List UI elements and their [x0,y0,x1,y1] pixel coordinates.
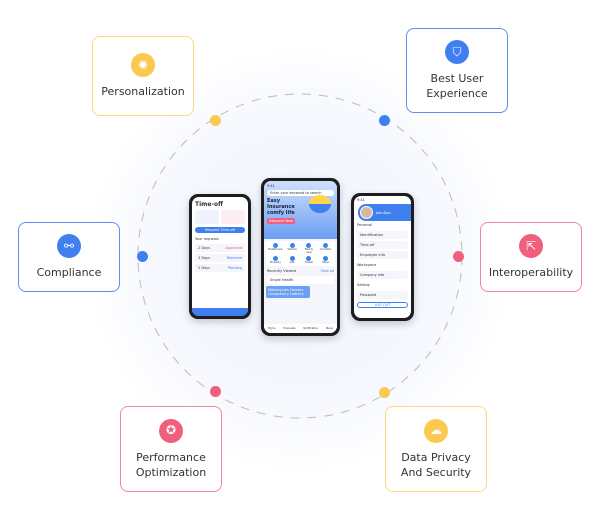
connector-dot [209,114,221,126]
feature-label: Compliance [36,266,102,279]
hero-title: Easy Insurance comfy life [267,198,295,216]
phone-insurance-home: 9:41 Enter your keyword to search Easy I… [261,178,340,336]
feature-label: Best User Experience [426,72,488,100]
feature-label: Interoperability [488,266,574,279]
feature-card-compliance: ⚯ Compliance [18,222,120,292]
request-days: 2 Days [198,246,211,250]
request-status: Pending [228,266,242,270]
feature-card-interoperability: ⇱ Interoperability [480,222,582,292]
lightbulb-icon: ✺ [131,53,155,77]
category-life[interactable]: Life [285,256,300,264]
discover-button[interactable]: Discover Now [267,218,295,224]
feature-card-performance: ✪ Performance Optimization [120,406,222,492]
request-status: Approved [225,246,242,250]
external-link-icon: ⇱ [519,234,543,258]
section-label: Setting [357,283,370,287]
nav-proposals[interactable]: Proposals [283,327,296,330]
category-travel[interactable]: Travel [302,256,317,264]
search-input[interactable]: Enter your keyword to search [267,190,334,196]
nav-notification[interactable]: Notification [303,327,319,330]
section-label: Personal [357,223,372,227]
link-icon: ⚯ [57,234,81,258]
feature-card-data-privacy: ☁ Data Privacy And Security [385,406,487,492]
recent-item[interactable]: Single Health [267,276,334,284]
request-days: 2 Days [198,266,211,270]
status-time: 9:41 [267,184,275,188]
feature-label: Performance Optimization [135,450,207,479]
screen-title: Time-off [195,201,223,208]
connector-dot [378,386,390,398]
category-vehicle[interactable]: Vehicle [285,243,300,254]
connector-dot [209,385,221,397]
request-status: Rejected [226,256,242,260]
bottom-nav [192,308,248,316]
promo-banner[interactable]: Motorcycles Owners Compulsory Liability [266,286,310,298]
nav-home[interactable]: Home [267,327,276,330]
status-time: 9:41 [357,198,365,202]
avatar [360,206,373,219]
user-name: JohnDoe [376,210,391,215]
phone-timeoff: Time-off Request Time-off Your requests … [189,194,251,319]
category-accident[interactable]: Accident [318,243,333,254]
menu-item[interactable]: Password [357,291,408,299]
feature-label: Data Privacy And Security [400,450,472,479]
feature-card-user-experience: ⛉ Best User Experience [406,28,508,113]
view-all-link[interactable]: View all [320,269,334,273]
connector-dot [452,250,464,262]
heart-image [309,195,331,213]
category-healthcare[interactable]: Healthcare [268,243,283,254]
request-timeoff-button[interactable]: Request Time-off [195,227,245,233]
category-more[interactable]: More [318,256,333,264]
phone-profile: 9:41 JohnDoe Personal Identification Tim… [351,193,414,321]
nav-menu[interactable]: Menu [326,327,334,330]
badge-icon: ✪ [159,418,183,443]
category-property[interactable]: Property [268,256,283,264]
connector-dot [378,114,390,126]
menu-item[interactable]: Time-off [357,241,408,249]
shield-icon: ⛉ [445,40,469,64]
connector-dot [136,250,148,262]
logout-button[interactable]: LOG OUT [357,302,408,308]
category-family-care[interactable]: Family care [302,243,317,254]
feature-card-personalization: ✺ Personalization [92,36,194,116]
request-days: 3 Days [198,256,211,260]
section-label: Your requests [195,237,219,241]
recent-title: Recently Viewed [267,269,296,273]
section-label: Workspace [357,263,377,267]
menu-item[interactable]: Company info [357,271,408,279]
menu-item[interactable]: Identification [357,231,408,239]
menu-item[interactable]: Employee info [357,251,408,259]
cloud-shield-icon: ☁ [424,418,448,443]
feature-label: Personalization [101,85,185,98]
